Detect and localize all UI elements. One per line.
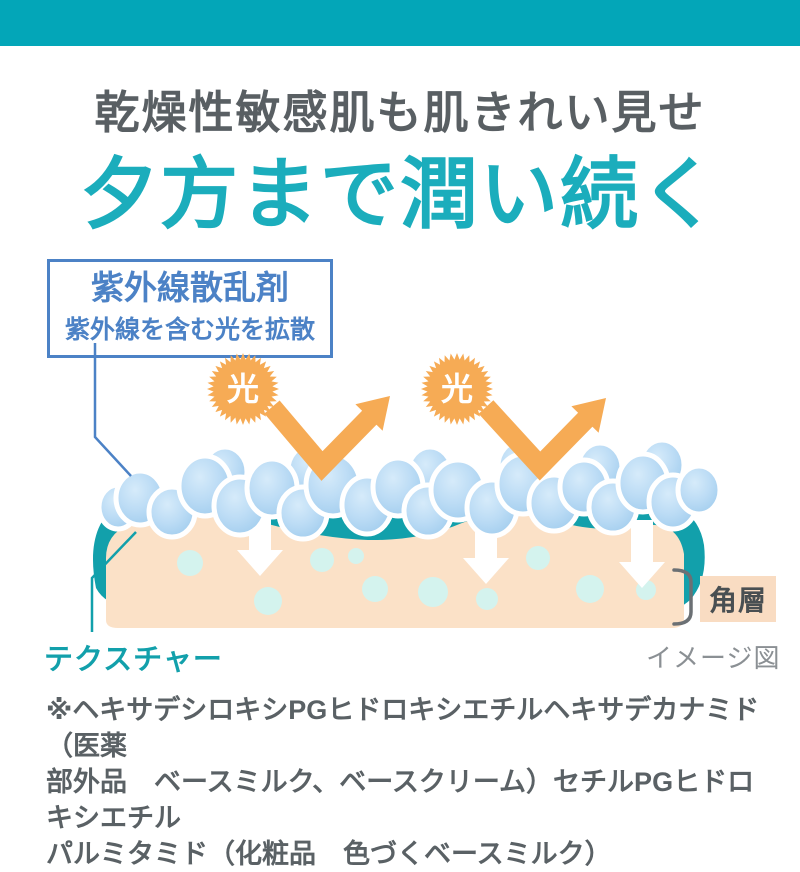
callout-heading: 紫外線散乱剤 <box>91 269 289 306</box>
stratum-bracket <box>672 568 693 626</box>
page-title: 夕方まで潤い続く <box>79 150 720 238</box>
page-subtitle: 乾燥性敏感肌も肌きれい見せ <box>94 87 706 138</box>
footnote-line: 部外品 ベースミルク、ベースクリーム）セチルPGヒドロキシエチル <box>46 767 755 833</box>
moisture-dot <box>418 577 448 607</box>
stratum-label: 角層 <box>700 576 777 622</box>
light-burst-label: 光 <box>441 371 473 407</box>
image-disclaimer-note: イメージ図 <box>646 643 781 673</box>
scattering-particle <box>675 463 723 517</box>
moisture-dot <box>362 576 388 602</box>
header-bar <box>0 0 800 46</box>
moisture-arrow <box>619 520 665 588</box>
moisture-dot <box>177 550 203 576</box>
texture-leader-line <box>90 531 137 632</box>
uv-scattering-callout-box: 紫外線散乱剤 紫外線を含む光を拡散 <box>47 259 333 358</box>
moisture-arrow <box>237 510 283 576</box>
moisture-dot <box>526 546 550 570</box>
footnote-line: ※ヘキサデシロキシPGヒドロキシエチルヘキサデカナミド（医薬 <box>46 695 760 761</box>
moisture-dot <box>576 575 604 603</box>
light-burst-label: 光 <box>227 371 259 407</box>
light-beam-arrow <box>264 400 378 481</box>
light-beams <box>264 396 606 481</box>
footnote-line: パルミタミド（化粧品 色づくベースミルク） <box>46 839 612 869</box>
moisture-dot <box>476 588 498 610</box>
callout-leader-line <box>93 343 132 477</box>
skin-diagram: 光光 <box>90 343 723 632</box>
texture-label: テクスチャー <box>44 644 223 676</box>
footnote: ※ヘキサデシロキシPGヒドロキシエチルヘキサデカナミド（医薬 部外品 ベースミル… <box>46 692 766 872</box>
light-beam-arrow <box>478 400 594 481</box>
light-beam-arrowhead <box>355 396 390 431</box>
light-burst-icon <box>207 353 279 425</box>
moisture-dot <box>348 548 364 564</box>
callout-description: 紫外線を含む光を拡散 <box>64 315 315 344</box>
moisture-dot <box>310 548 334 572</box>
moisture-arrow <box>463 516 509 584</box>
light-beam-arrowhead <box>571 398 606 433</box>
light-burst-icon <box>421 353 493 425</box>
moisture-dot <box>254 587 282 615</box>
